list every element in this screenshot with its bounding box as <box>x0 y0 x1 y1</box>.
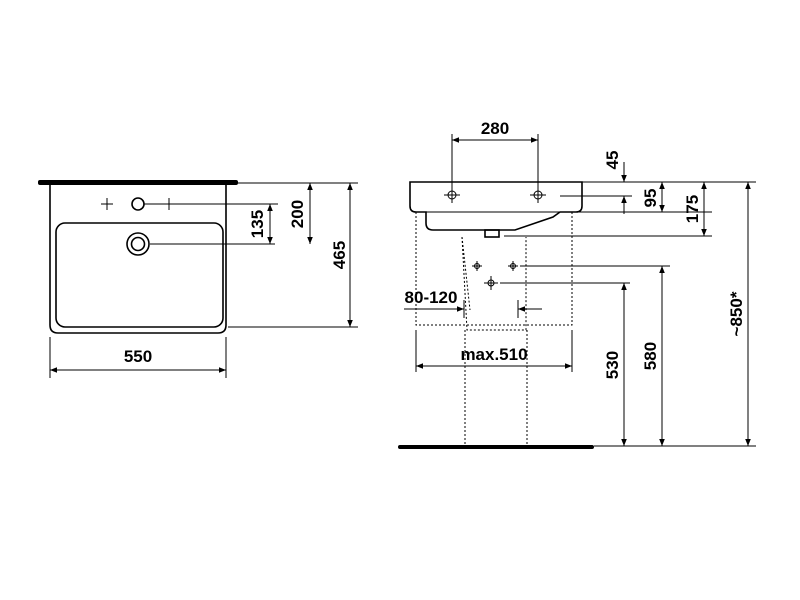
dim-tap-offset-label: 95 <box>641 189 660 208</box>
waste-neck <box>484 229 500 238</box>
dim-installation-height-label: ~850* <box>727 291 746 336</box>
floor-line <box>398 445 594 449</box>
basin-side-outline <box>409 181 583 231</box>
tap-hole <box>131 197 145 211</box>
basin-bowl <box>55 222 224 328</box>
dim-rim-height-label: 45 <box>603 151 622 170</box>
dim-530-label: 530 <box>603 351 622 379</box>
wall-rim-line <box>38 180 238 185</box>
plan-extension-lines <box>49 182 358 378</box>
waste-outlet <box>126 232 150 256</box>
side-extension-lines <box>415 134 756 447</box>
pedestal-hidden-lines <box>415 212 573 446</box>
dim-waste-range-label: 80-120 <box>405 288 458 307</box>
dim-overflow-label: 200 <box>288 200 307 228</box>
siphon-marks <box>472 261 518 290</box>
dim-bowl-depth-label: 175 <box>683 195 702 223</box>
waste-outlet-inner <box>130 236 146 252</box>
basin-outline <box>49 185 227 334</box>
dim-tap-spacing-label: 280 <box>481 119 509 138</box>
dim-width-label: 550 <box>124 347 152 366</box>
dim-tap-hole-label: 135 <box>248 210 267 238</box>
dim-depth-label: 465 <box>330 241 349 269</box>
side-tap-marks <box>444 187 546 203</box>
dim-max-width-label: max.510 <box>460 345 527 364</box>
dim-580-label: 580 <box>641 342 660 370</box>
plan-view: 550 465 200 135 <box>38 180 358 378</box>
side-view: 280 45 95 175 80-120 max.510 530 580 ~85… <box>398 119 756 449</box>
